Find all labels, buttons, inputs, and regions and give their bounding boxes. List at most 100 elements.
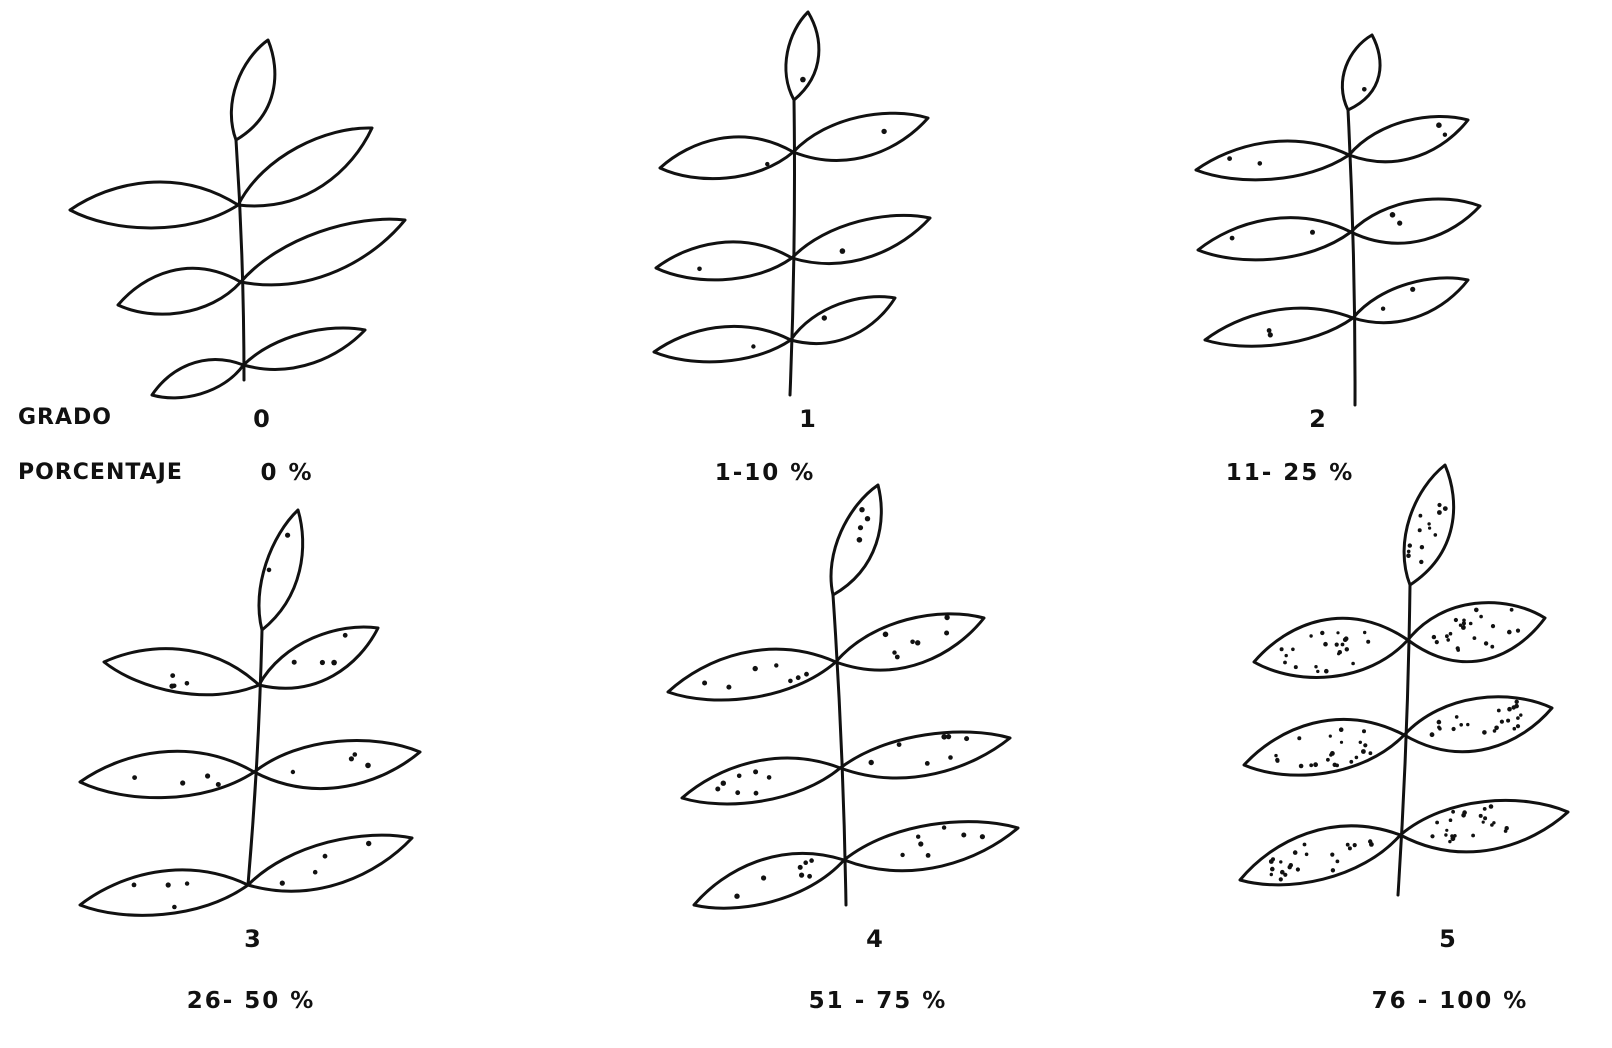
spot [1506,719,1510,723]
spot [859,507,864,512]
spot [1466,723,1469,726]
right-leaflet-2 [1404,697,1552,752]
spot [1435,640,1439,644]
spot [1483,807,1487,811]
left-leaflet-2 [80,751,254,797]
left-leaflet-2-outline [80,751,254,797]
spot [1451,810,1455,814]
left-leaflet-3-outline [152,360,244,398]
percentage-5-label: 76 - 100 % [1372,988,1529,1014]
spot [892,650,896,654]
right-leaflet-2-outline [1404,697,1552,752]
spot [804,672,809,677]
spot [1316,670,1319,673]
spot [1474,608,1479,613]
spot [1449,632,1453,636]
spot [1435,821,1439,825]
spot [1507,630,1512,635]
spot [1479,814,1483,818]
left-leaflet-2-outline [1198,218,1351,260]
compound-leaf-grade-3 [80,510,420,915]
left-leaflet-3-outline [80,870,248,915]
spot [925,761,930,766]
spot [1510,608,1514,612]
left-leaflet-1 [1254,618,1408,677]
spot [753,666,758,671]
left-leaflet-1-outline [1254,618,1408,677]
right-leaflet-2 [792,215,930,263]
spot [799,873,804,878]
percentage-row-label: PORCENTAJE [18,460,183,485]
spot [1437,503,1441,507]
spot [1456,646,1460,650]
left-leaflet-3-outline [1240,826,1400,885]
left-leaflet-1-outline [660,137,793,179]
percentage-0-label: 0 % [260,460,313,486]
spot [180,780,185,785]
spot [331,660,337,666]
spot [1419,560,1423,564]
right-leaflet-1-outline [1349,116,1468,161]
spot [1330,853,1334,857]
spot [1420,545,1424,549]
terminal-leaflet [831,485,881,595]
spot [1469,622,1473,626]
terminal-leaflet [259,510,303,630]
spot [1513,727,1517,731]
left-leaflet-2-outline [656,242,792,280]
spot [1303,843,1307,847]
spot [1512,705,1516,709]
spot [1363,743,1367,747]
right-leaflet-1 [1408,603,1545,662]
spot [869,760,874,765]
spot [788,679,793,684]
spot [1406,553,1411,558]
spot [807,874,812,879]
spot [1461,813,1466,818]
spot [942,825,946,829]
spot [1362,87,1367,92]
spot [726,685,731,690]
spot [916,835,920,839]
spot [1408,543,1412,547]
spot [1479,615,1483,619]
left-leaflet-3 [1205,308,1353,346]
spot [721,781,726,786]
grade-4-label: 4 [866,925,884,953]
spot [1490,823,1494,827]
spot [1363,631,1366,634]
right-leaflet-1 [1349,116,1468,161]
spot [1355,756,1359,760]
right-leaflet-3 [244,328,366,369]
spot [1299,764,1304,769]
spot [1309,634,1312,637]
compound-leaf-grade-1 [654,12,930,395]
spot [915,640,920,645]
spot [1471,834,1475,838]
spot [1430,834,1434,838]
spot [1484,641,1488,645]
right-leaflet-2-outline [840,732,1010,778]
spot [1331,868,1335,872]
spot [1437,510,1442,515]
compound-leaf-grade-4 [668,485,1018,908]
spot [1291,648,1295,652]
spot [715,787,720,792]
right-leaflet-2-outline [1351,199,1480,243]
spot [1314,665,1317,668]
spot [1320,631,1324,635]
spot [1407,550,1411,554]
spot [1434,533,1438,537]
spot [365,763,371,769]
left-leaflet-1 [1196,141,1349,180]
spot [1489,804,1494,809]
right-leaflet-1-outline [793,113,928,160]
spot [761,875,766,880]
left-leaflet-1 [668,649,836,700]
spot [320,660,325,665]
spot [1267,328,1272,333]
spot [1444,833,1447,836]
left-leaflet-3-outline [694,853,844,908]
left-leaflet-2 [682,758,840,804]
